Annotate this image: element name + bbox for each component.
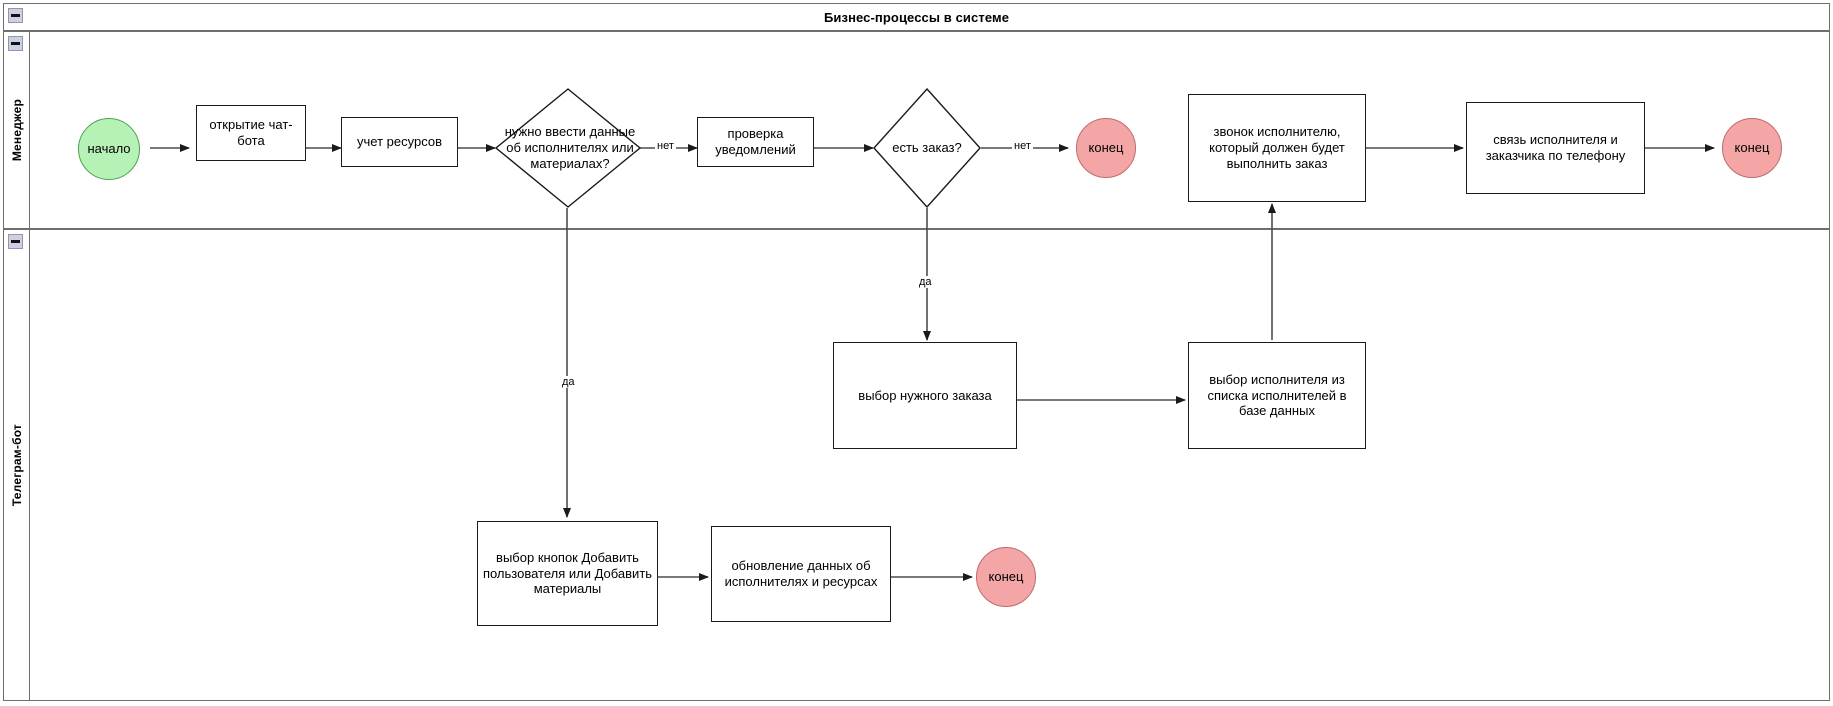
lane-telegram-label: Телеграм-бот (9, 423, 24, 507)
node-select-order-label: выбор нужного заказа (858, 387, 992, 403)
lane-telegram-collapse-minus-icon[interactable] (8, 234, 23, 249)
lane-manager-label: Менеджер (9, 98, 24, 162)
lane-telegram: Телеграм-бот (3, 229, 1830, 701)
lane-telegram-header: Телеграм-бот (4, 230, 30, 700)
lane-manager-collapse-minus-icon[interactable] (8, 36, 23, 51)
diamond-shape (495, 88, 641, 208)
node-connect-executor-customer[interactable]: связь исполнителя и заказчика по телефон… (1466, 102, 1645, 194)
node-end-manager-no-order[interactable]: конец (1076, 118, 1136, 178)
node-update-data[interactable]: обновление данных об исполнителях и ресу… (711, 526, 891, 622)
node-connect-executor-customer-label: связь исполнителя и заказчика по телефон… (1485, 132, 1626, 163)
edge-label-n4-n13: да (560, 376, 577, 388)
edge-label-n6-n7: нет (1012, 140, 1033, 152)
node-select-order[interactable]: выбор нужного заказа (833, 342, 1017, 449)
diamond-shape (873, 88, 981, 208)
node-open-chatbot-label: открытие чат-бота (209, 117, 293, 148)
node-select-executor-from-db[interactable]: выбор исполнителя из списка исполнителей… (1188, 342, 1366, 449)
node-choose-buttons-label: выбор кнопок Добавить пользователя или Д… (482, 549, 653, 597)
node-decision-enter-data[interactable]: нужно ввести данные об исполнителях или … (495, 88, 641, 208)
node-open-chatbot[interactable]: открытие чат-бота (196, 105, 306, 161)
node-choose-buttons[interactable]: выбор кнопок Добавить пользователя или Д… (477, 521, 658, 626)
node-end-manager-done-label: конец (1734, 140, 1770, 156)
node-check-notifications[interactable]: проверка уведомлений (697, 117, 814, 167)
edge-label-n6-n11: да (917, 276, 934, 288)
node-decision-has-order-label: есть заказ? (892, 140, 962, 156)
node-end-bot-label: конец (988, 569, 1024, 585)
pool-collapse-minus-icon[interactable] (8, 8, 23, 23)
node-end-manager-no-order-label: конец (1088, 140, 1124, 156)
node-end-manager-done[interactable]: конец (1722, 118, 1782, 178)
node-end-bot[interactable]: конец (976, 547, 1036, 607)
node-resource-accounting-label: учет ресурсов (357, 134, 442, 150)
pool-header: Бизнес-процессы в системе (3, 3, 1830, 31)
node-resource-accounting[interactable]: учет ресурсов (341, 117, 458, 167)
node-decision-enter-data-label: нужно ввести данные об исполнителях или … (504, 124, 636, 171)
node-select-executor-from-db-label: выбор исполнителя из списка исполнителей… (1207, 371, 1347, 419)
edge-label-n4-n5: нет (655, 140, 676, 152)
node-check-notifications-label: проверка уведомлений (715, 126, 796, 157)
node-call-executor[interactable]: звонок исполнителю, который должен будет… (1188, 94, 1366, 202)
node-call-executor-label: звонок исполнителю, который должен будет… (1209, 124, 1345, 171)
lane-manager-header: Менеджер (4, 32, 30, 228)
node-start-label: начало (87, 141, 131, 157)
node-update-data-label: обновление данных об исполнителях и ресу… (724, 558, 878, 589)
page-title: Бизнес-процессы в системе (823, 9, 1010, 25)
node-start[interactable]: начало (78, 118, 140, 180)
node-decision-has-order[interactable]: есть заказ? (873, 88, 981, 208)
